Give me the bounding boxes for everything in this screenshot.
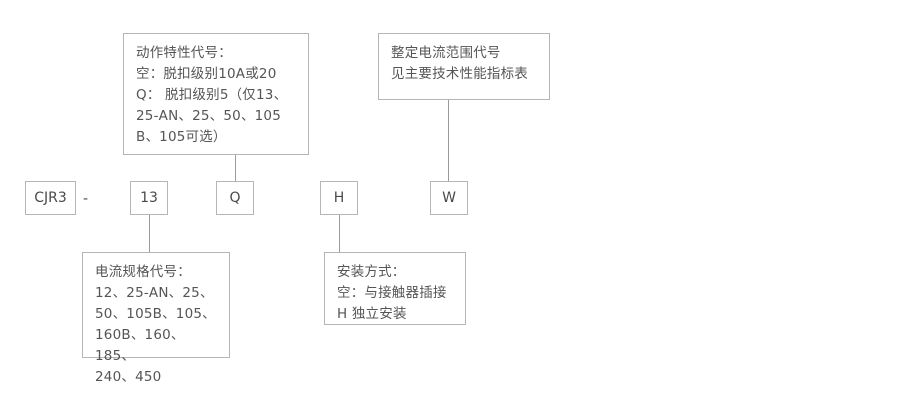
connector-install-method [339, 215, 340, 252]
note-box-install-method: 安装方式： 空：与接触器插接 H 独立安装 [324, 252, 466, 325]
code-box-current-spec: 13 [130, 181, 168, 215]
note-box-setting-current-range: 整定电流范围代号 见主要技术性能指标表 [378, 33, 550, 100]
connector-setting-current-range [448, 100, 449, 181]
note-box-current-spec: 电流规格代号： 12、25-AN、25、 50、105B、105、 160B、1… [82, 252, 230, 385]
code-separator-dash: - [83, 191, 89, 207]
code-box-action-characteristic: Q [216, 181, 254, 215]
connector-action-characteristic [235, 155, 236, 181]
connector-current-spec [149, 215, 150, 252]
code-box-install-method: H [320, 181, 358, 215]
code-box-setting-current-range: W [430, 181, 468, 215]
code-box-series: CJR3 [25, 181, 76, 215]
note-box-action-characteristic: 动作特性代号： 空：脱扣级别10A或20 Q： 脱扣级别5（仅13、 25-AN… [123, 33, 309, 155]
